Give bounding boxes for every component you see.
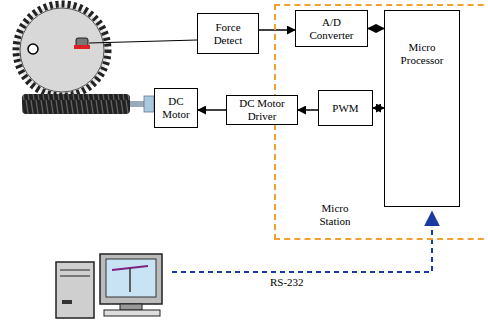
sensor-wire	[89, 40, 197, 43]
link-label: RS-232	[268, 276, 306, 289]
box-label: DC Motor Driver	[227, 97, 297, 122]
computer	[56, 254, 162, 318]
box-label: DC Motor	[158, 95, 194, 120]
coupling	[144, 96, 154, 112]
signal-connector	[198, 109, 226, 111]
motor-shaft	[130, 101, 144, 107]
motor-box: DC Motor	[154, 88, 198, 128]
process-box: PWM	[318, 90, 373, 126]
box-label: PWM	[332, 102, 358, 115]
rs232-link	[172, 212, 432, 272]
signal-connector	[373, 107, 384, 109]
gear	[16, 4, 108, 96]
process-box: DC Motor Driver	[226, 95, 298, 125]
box-label: A/D Converter	[299, 16, 364, 41]
group-label: Micro Station	[310, 202, 360, 227]
box-label: Micro Processor	[392, 41, 452, 66]
signal-connector	[298, 109, 318, 111]
box-label: Force Detect	[201, 21, 255, 46]
signal-connector	[368, 28, 384, 30]
processor-box: Micro Processor	[384, 10, 460, 207]
process-box: Force Detect	[197, 13, 259, 54]
worm-screw	[22, 94, 130, 114]
station-boundary: Micro Station A/D ConverterMicro Processo…	[274, 4, 488, 240]
signal-connector	[259, 29, 295, 31]
process-box: A/D Converter	[295, 10, 368, 47]
